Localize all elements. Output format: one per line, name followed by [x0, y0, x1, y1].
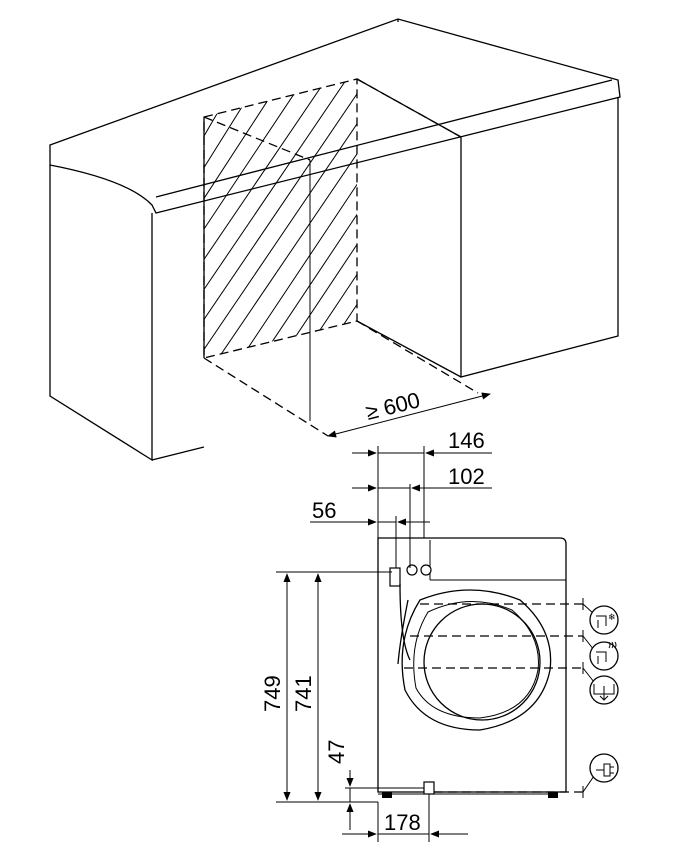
hot-water-tap-icon — [589, 641, 619, 671]
dim-146-label: 146 — [448, 428, 485, 453]
top-offset-dimensions: 146 102 56 — [310, 428, 492, 568]
connection-reference-lines — [404, 598, 595, 798]
niche-outline — [203, 78, 479, 437]
dim-102-label: 102 — [448, 464, 485, 489]
dim-47-label: 47 — [324, 740, 349, 764]
dim-749-label: 749 — [260, 675, 285, 712]
power-plug-icon — [589, 753, 619, 783]
cabinet-drawing — [49, 18, 621, 462]
dim-56-label: 56 — [312, 498, 336, 523]
niche-back-wall-hatching — [204, 79, 357, 358]
bottom-offset-dimension: 178 — [342, 794, 468, 842]
dim-178-label: 178 — [384, 810, 421, 835]
drain-icon — [589, 675, 619, 705]
dim-741-label: 741 — [291, 675, 316, 712]
cold-water-tap-icon: ❄ — [589, 605, 619, 635]
height-dimensions: 749 741 47 — [260, 571, 424, 830]
svg-text:❄: ❄ — [608, 613, 616, 623]
